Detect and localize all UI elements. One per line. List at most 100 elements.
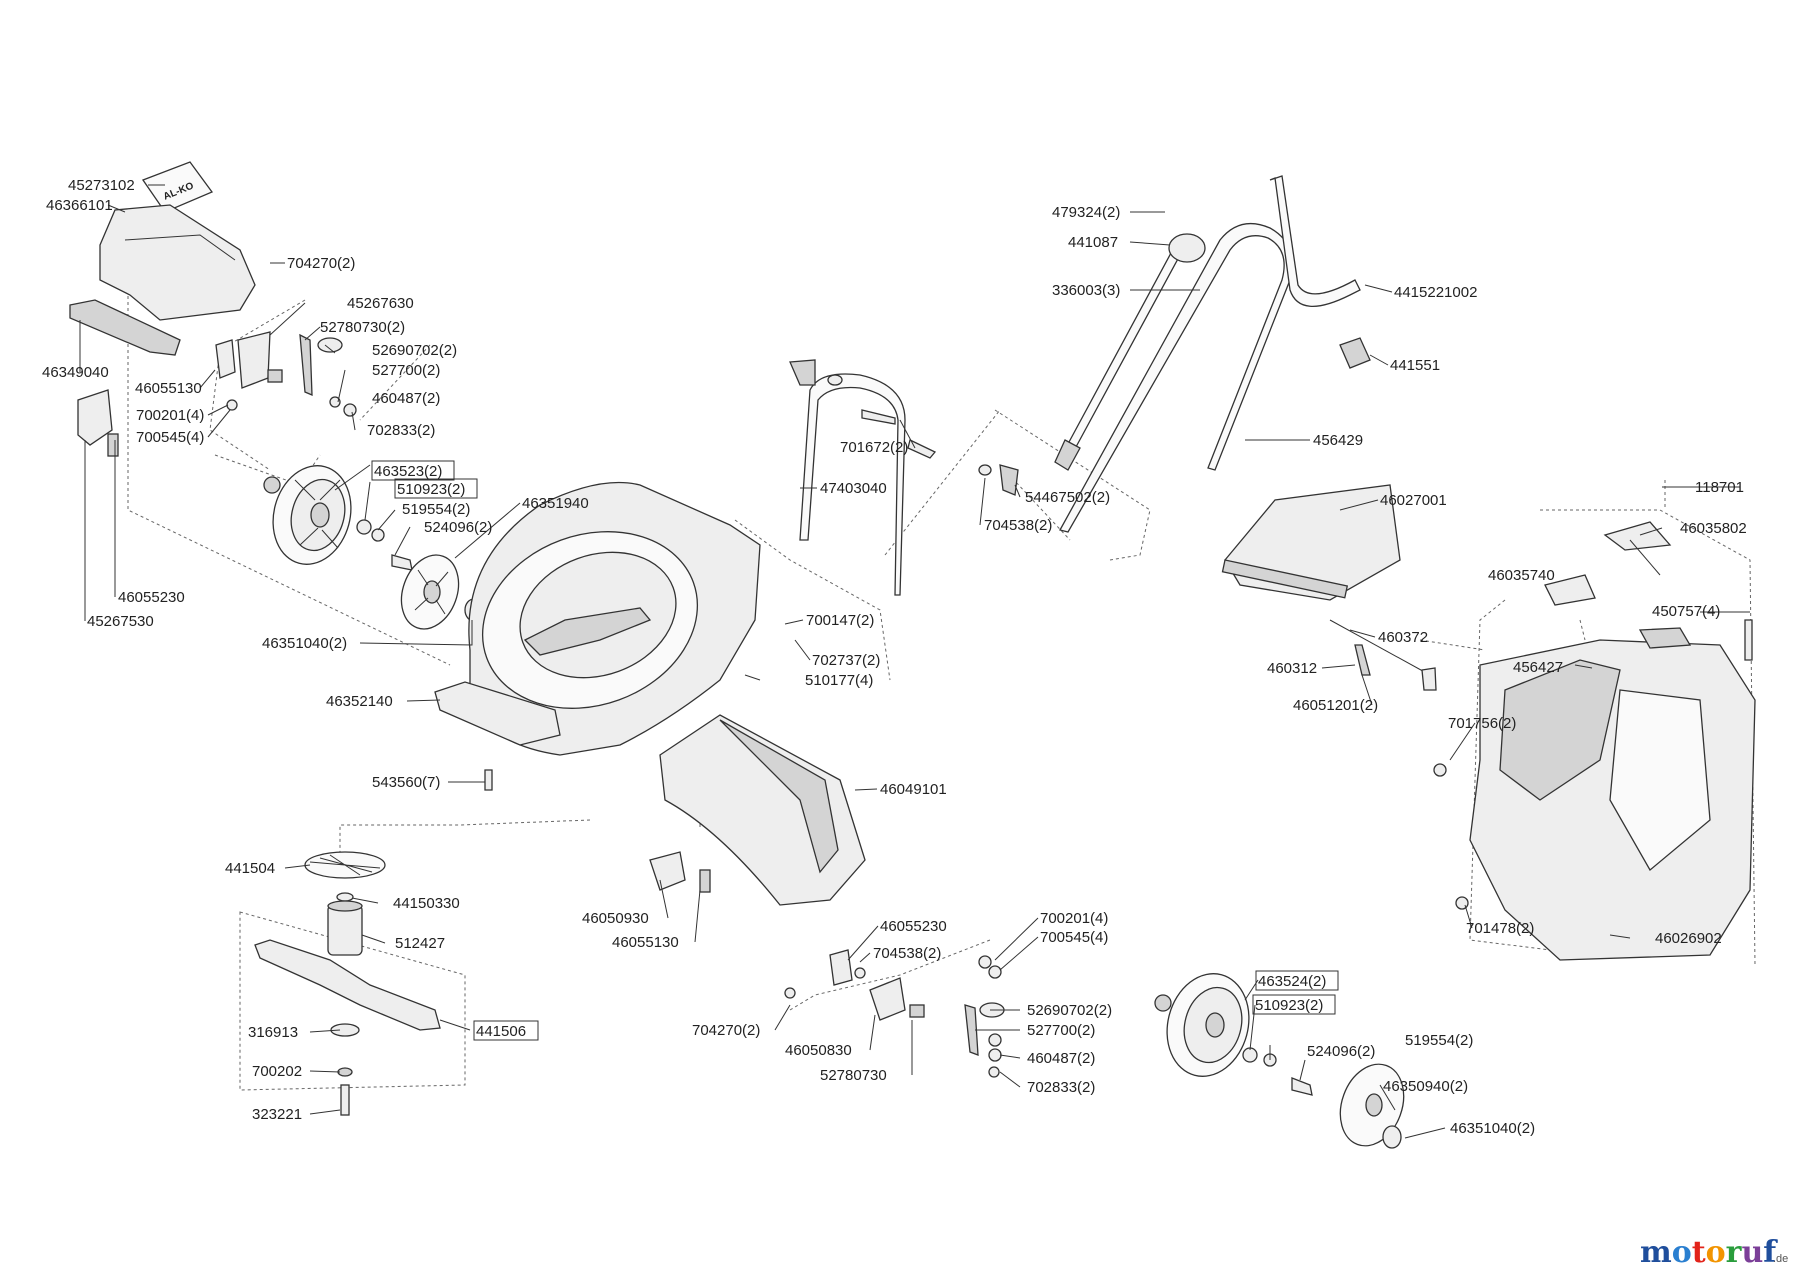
watermark-suffix: .de	[1773, 1253, 1788, 1265]
label-704270-b: 704270(2)	[692, 1022, 760, 1039]
motoruf-watermark: motoruf .de	[1640, 1235, 1788, 1270]
label-456427: 456427	[1513, 659, 1563, 676]
label-46055230: 46055230	[118, 589, 185, 606]
bracket-front-1	[829, 949, 853, 986]
label-524096: 524096(2)	[424, 519, 492, 536]
label-46055230-b: 46055230	[880, 918, 947, 935]
bracket-front-2	[869, 977, 906, 1021]
label-702833: 702833(2)	[367, 422, 435, 439]
label-704538-b: 704538(2)	[873, 945, 941, 962]
label-519554: 519554(2)	[402, 501, 470, 518]
label-441087: 441087	[1068, 234, 1118, 251]
label-450757: 450757(4)	[1652, 603, 1720, 620]
label-45267630: 45267630	[347, 295, 414, 312]
label-512427: 512427	[395, 935, 445, 952]
assembly-guides	[127, 290, 1756, 1091]
hubcap-left	[400, 554, 460, 630]
label-46055130: 46055130	[135, 380, 202, 397]
watermark-text: motoruf	[1640, 1235, 1778, 1270]
brake-bail	[1269, 175, 1361, 308]
label-701478: 701478(2)	[1466, 920, 1534, 937]
label-4415221002: 4415221002	[1394, 284, 1477, 301]
cable-clamp	[1168, 233, 1206, 263]
label-510177: 510177(4)	[805, 672, 873, 689]
label-441551: 441551	[1390, 357, 1440, 374]
label-460372: 460372	[1378, 629, 1428, 646]
label-701672: 701672(2)	[840, 439, 908, 456]
label-700202: 700202	[252, 1063, 302, 1080]
label-704538: 704538(2)	[984, 517, 1052, 534]
axle-clip-left	[107, 433, 119, 457]
label-44150330: 44150330	[393, 895, 460, 912]
fan-wheel	[304, 851, 386, 879]
label-46050830: 46050830	[785, 1042, 852, 1059]
part-labels: 45273102 46366101 46349040 46055130 7042…	[42, 177, 1747, 1137]
label-45267530: 45267530	[87, 613, 154, 630]
grass-catcher	[1469, 627, 1756, 961]
label-52780730-b: 52780730	[820, 1067, 887, 1084]
rear-wheel-right	[1166, 973, 1250, 1077]
label-700545-b: 700545(4)	[1040, 929, 1108, 946]
label-463524: 463524(2)	[1258, 973, 1326, 990]
label-510923: 510923(2)	[397, 481, 465, 498]
label-46351940: 46351940	[522, 495, 589, 512]
label-52690702-b: 52690702(2)	[1027, 1002, 1112, 1019]
lever-rear	[299, 333, 313, 397]
rear-wheel-left	[272, 465, 352, 565]
logo-plate: AL-KO	[141, 161, 214, 213]
label-336003: 336003(3)	[1052, 282, 1120, 299]
label-47403040: 47403040	[820, 480, 887, 497]
label-316913: 316913	[248, 1024, 298, 1041]
label-441506: 441506	[476, 1023, 526, 1040]
leader-lines	[79, 184, 1750, 1139]
rear-cover	[99, 204, 256, 321]
hubcap-right	[1339, 1063, 1405, 1147]
label-46049101: 46049101	[880, 781, 947, 798]
label-46051201: 46051201(2)	[1293, 697, 1378, 714]
mower-deck	[434, 481, 761, 756]
label-460312: 460312	[1267, 660, 1317, 677]
chute-bracket-left	[649, 851, 686, 891]
label-46349040: 46349040	[42, 364, 109, 381]
label-46351040: 46351040(2)	[262, 635, 347, 652]
label-45273102: 45273102	[68, 177, 135, 194]
label-46351040-b: 46351040(2)	[1450, 1120, 1535, 1137]
label-527700: 527700(2)	[372, 362, 440, 379]
label-52780730: 52780730(2)	[320, 319, 405, 336]
label-46055130-b: 46055130	[612, 934, 679, 951]
label-46050930: 46050930	[582, 910, 649, 927]
lower-handle	[799, 373, 906, 596]
label-323221: 323221	[252, 1106, 302, 1123]
label-700201: 700201(4)	[136, 407, 204, 424]
label-46027001: 46027001	[1380, 492, 1447, 509]
label-460487-b: 460487(2)	[1027, 1050, 1095, 1067]
label-479324: 479324(2)	[1052, 204, 1120, 221]
label-46035802: 46035802	[1680, 520, 1747, 537]
label-527700-b: 527700(2)	[1027, 1022, 1095, 1039]
label-46026902: 46026902	[1655, 930, 1722, 947]
bracket-rear-2	[237, 331, 271, 389]
label-510923-b: 510923(2)	[1255, 997, 1323, 1014]
label-456429: 456429	[1313, 432, 1363, 449]
label-463523: 463523(2)	[374, 463, 442, 480]
label-702737: 702737(2)	[812, 652, 880, 669]
height-adjust-bracket-left	[77, 389, 113, 446]
bracket-rear-1	[215, 339, 236, 379]
upper-handle	[1059, 222, 1294, 533]
label-46350940: 46350940(2)	[1383, 1078, 1468, 1095]
label-700545: 700545(4)	[136, 429, 204, 446]
label-700201-b: 700201(4)	[1040, 910, 1108, 927]
label-46352140: 46352140	[326, 693, 393, 710]
rear-flap	[69, 299, 181, 356]
grass-chute	[659, 714, 866, 906]
label-441504: 441504	[225, 860, 275, 877]
label-54467502: 54467502(2)	[1025, 489, 1110, 506]
label-118701: 118701	[1695, 479, 1744, 496]
label-46035740: 46035740	[1488, 567, 1555, 584]
blade-adapter	[327, 900, 363, 956]
label-524096-b: 524096(2)	[1307, 1043, 1375, 1060]
label-519554-b: 519554(2)	[1405, 1032, 1473, 1049]
label-704270: 704270(2)	[287, 255, 355, 272]
